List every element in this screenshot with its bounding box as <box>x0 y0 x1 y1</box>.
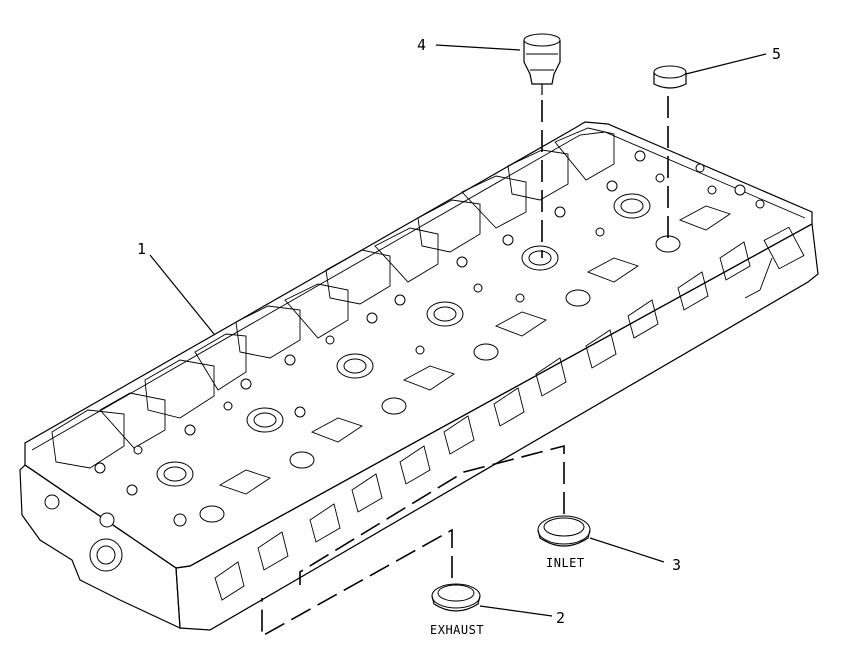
end-bore-inner <box>96 545 116 565</box>
exhaust-seat-insert <box>431 583 481 612</box>
head-top-rim <box>31 131 806 451</box>
leader-2 <box>479 605 553 617</box>
cylinder-head <box>19 121 819 631</box>
leader-4 <box>435 44 521 51</box>
callout-2: 2 <box>556 609 565 627</box>
top-ports <box>218 205 732 495</box>
injector-sleeve <box>523 33 561 95</box>
head-top-face <box>24 121 813 569</box>
small-holes <box>94 150 765 527</box>
callout-1: 1 <box>137 240 146 258</box>
inlet-install-path <box>299 444 565 585</box>
plug <box>653 65 687 89</box>
top-bores <box>156 193 681 523</box>
callout-5: 5 <box>772 45 781 63</box>
end-port <box>44 494 60 510</box>
leader-1 <box>149 254 215 335</box>
valve-pockets <box>51 127 615 469</box>
head-step <box>744 257 773 299</box>
callout-4: 4 <box>417 36 426 54</box>
side-ports <box>214 241 751 601</box>
head-front-face <box>175 223 819 631</box>
end-port <box>99 512 115 528</box>
exhaust-label: EXHAUST <box>430 623 484 637</box>
plug-bore <box>655 235 681 253</box>
head-bottom-edge <box>209 281 809 631</box>
leader-3 <box>589 537 665 563</box>
head-end-face <box>19 464 181 629</box>
end-port-right <box>763 226 805 270</box>
leader-5 <box>685 53 767 75</box>
callout-3: 3 <box>672 556 681 574</box>
exhaust-install-path <box>261 528 453 638</box>
inlet-seat-insert <box>537 515 591 547</box>
inlet-label: INLET <box>546 556 585 570</box>
